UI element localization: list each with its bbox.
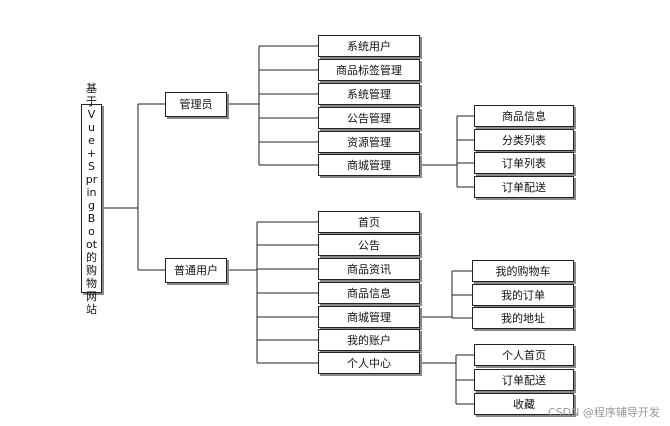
node-label: 商品信息 xyxy=(347,286,391,300)
user-item-personal-center: 个人中心 xyxy=(318,352,420,374)
admin-label: 管理员 xyxy=(179,98,213,111)
node-label: 我的购物车 xyxy=(495,264,551,278)
admin-item-system-management: 系统管理 xyxy=(318,83,420,105)
node-label: 个人首页 xyxy=(502,348,546,362)
node-label: 订单配送 xyxy=(502,180,546,194)
user-mall-item-orders: 我的订单 xyxy=(472,284,574,306)
user-item-home: 首页 xyxy=(318,211,420,233)
admin-item-tag-management: 商品标签管理 xyxy=(318,59,420,81)
node-label: 收藏 xyxy=(513,397,535,411)
node-label: 商城管理 xyxy=(347,310,391,324)
root-node: 基于Vue+SpringBoot的购物网站 xyxy=(81,82,102,316)
admin-item-mall-management: 商城管理 xyxy=(318,154,420,176)
admin-mall-item-order-delivery: 订单配送 xyxy=(474,176,574,198)
node-label: 我的订单 xyxy=(501,288,545,302)
watermark: CSDN @程序辅导开发 xyxy=(548,406,660,419)
user-mall-item-address: 我的地址 xyxy=(472,307,574,329)
node-label: 我的账户 xyxy=(347,333,391,347)
node-label: 个人中心 xyxy=(347,356,391,370)
center-item-favorites: 收藏 xyxy=(474,393,574,415)
user-label: 普通用户 xyxy=(174,264,218,277)
node-label: 分类列表 xyxy=(502,133,546,147)
node-label: 首页 xyxy=(358,215,380,229)
node-label: 商品标签管理 xyxy=(336,63,402,77)
user-item-my-account: 我的账户 xyxy=(318,329,420,351)
center-item-personal-home: 个人首页 xyxy=(474,344,574,366)
admin-node: 管理员 xyxy=(165,92,227,117)
node-label: 订单配送 xyxy=(502,373,546,387)
node-label: 商城管理 xyxy=(347,158,391,172)
admin-item-resource-management: 资源管理 xyxy=(318,131,420,153)
center-item-order-delivery: 订单配送 xyxy=(474,369,574,391)
node-label: 系统用户 xyxy=(347,39,391,53)
user-node: 普通用户 xyxy=(165,258,227,283)
node-label: 商品信息 xyxy=(502,109,546,123)
node-label: 公告管理 xyxy=(347,111,391,125)
user-mall-item-cart: 我的购物车 xyxy=(472,260,574,282)
node-label: 商品资讯 xyxy=(347,262,391,276)
admin-mall-item-order-list: 订单列表 xyxy=(474,152,574,174)
user-item-product-info: 商品信息 xyxy=(318,282,420,304)
user-item-notice: 公告 xyxy=(318,234,420,256)
node-label: 我的地址 xyxy=(501,311,545,325)
admin-item-notice-management: 公告管理 xyxy=(318,107,420,129)
admin-mall-item-product-info: 商品信息 xyxy=(474,105,574,127)
admin-item-system-users: 系统用户 xyxy=(318,35,420,57)
root-label: 基于Vue+SpringBoot的购物网站 xyxy=(85,81,98,316)
admin-mall-item-category-list: 分类列表 xyxy=(474,129,574,151)
node-label: 资源管理 xyxy=(347,135,391,149)
node-label: 公告 xyxy=(358,238,380,252)
node-label: 系统管理 xyxy=(347,87,391,101)
user-item-product-news: 商品资讯 xyxy=(318,258,420,280)
node-label: 订单列表 xyxy=(502,156,546,170)
user-item-mall-management: 商城管理 xyxy=(318,306,420,328)
